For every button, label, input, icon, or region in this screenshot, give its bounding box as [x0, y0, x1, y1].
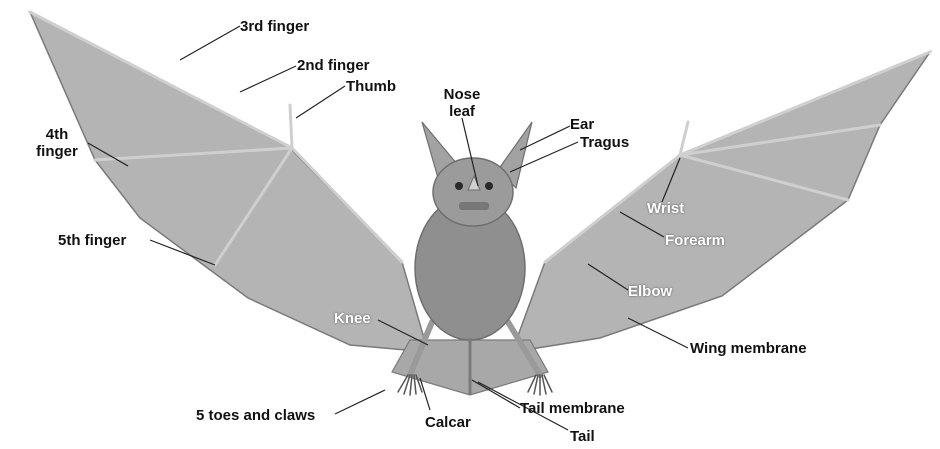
label-wrist: Wrist [647, 200, 684, 217]
label-toes-and-claws: 5 toes and claws [196, 407, 315, 424]
label-tail: Tail [570, 428, 595, 445]
left-eye [455, 182, 463, 190]
label-forearm: Forearm [665, 232, 725, 249]
label-elbow: Elbow [628, 283, 672, 300]
label-4th-finger-line1: 4th [28, 126, 86, 143]
label-nose-leaf-line1: Nose [438, 86, 486, 103]
label-4th-finger-line2: finger [28, 143, 86, 160]
label-tail-membrane: Tail membrane [520, 400, 625, 417]
label-5th-finger: 5th finger [58, 232, 126, 249]
label-nose-leaf: Nose leaf [438, 86, 486, 120]
label-nose-leaf-line2: leaf [438, 103, 486, 120]
label-tragus: Tragus [580, 134, 629, 151]
label-4th-finger: 4th finger [28, 126, 86, 160]
label-knee: Knee [334, 310, 371, 327]
label-ear: Ear [570, 116, 594, 133]
right-wing-membrane [512, 52, 930, 352]
label-thumb: Thumb [346, 78, 396, 95]
bat-head [433, 158, 513, 226]
label-wing-membrane: Wing membrane [690, 340, 807, 357]
mouth [459, 202, 489, 210]
label-3rd-finger: 3rd finger [240, 18, 309, 35]
right-eye [485, 182, 493, 190]
label-2nd-finger: 2nd finger [297, 57, 370, 74]
label-calcar: Calcar [425, 414, 471, 431]
